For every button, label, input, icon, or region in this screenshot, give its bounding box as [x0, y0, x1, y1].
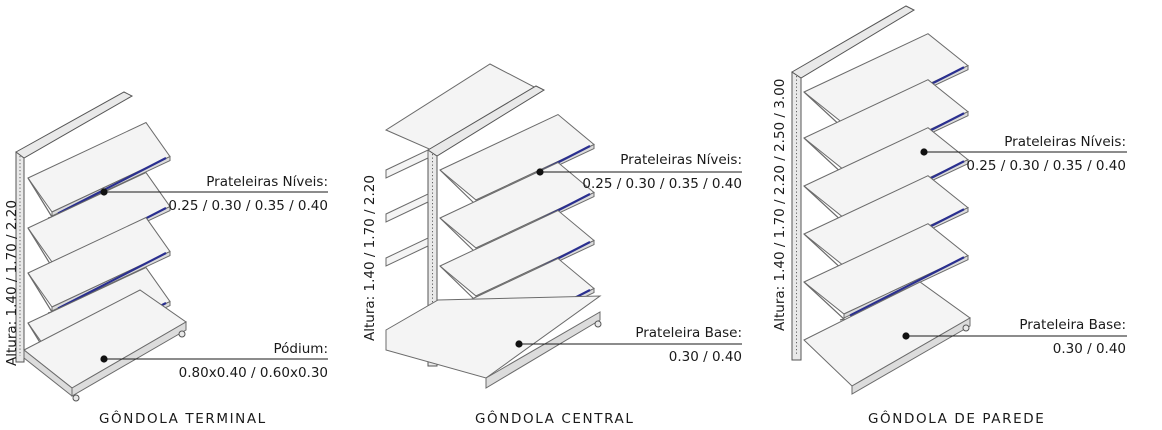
central-base — [385, 295, 602, 379]
central-back-shelf-1 — [385, 149, 429, 179]
central-back-shelf-2 — [385, 193, 429, 223]
wall-shelves-title: Prateleiras Níveis: — [1004, 134, 1126, 150]
central-base-values: 0.30 / 0.40 — [668, 349, 742, 365]
leader-dot-5 — [920, 148, 928, 156]
wall-base-front — [851, 317, 971, 395]
terminal-foot-1 — [72, 394, 80, 402]
terminal-height-label: Altura: 1.40 / 1.70 / 2.20 — [4, 200, 20, 366]
terminal-shelf-1-stripe — [57, 157, 167, 215]
wall-shelf-5-bracket — [803, 281, 846, 321]
wall-foot — [962, 324, 970, 332]
terminal-gondola-drawing — [15, 91, 187, 402]
wall-gondola-drawing — [791, 5, 971, 395]
central-height-label: Altura: 1.40 / 1.70 / 2.20 — [362, 175, 378, 341]
terminal-shelf-3-stripe — [57, 252, 167, 310]
central-base-front — [485, 311, 601, 389]
leader-dot-1 — [100, 188, 108, 196]
callout-leader-lines — [100, 148, 1127, 363]
central-shelves-title: Prateleiras Níveis: — [620, 152, 742, 168]
terminal-caption: GÔNDOLA TERMINAL — [99, 411, 267, 427]
wall-shelves-values: 0.25 / 0.30 / 0.35 / 0.40 — [966, 158, 1126, 174]
terminal-shelves-values: 0.25 / 0.30 / 0.35 / 0.40 — [168, 198, 328, 214]
central-caption: GÔNDOLA CENTRAL — [475, 411, 635, 427]
terminal-foot-2 — [178, 330, 186, 338]
terminal-top-rail — [15, 91, 134, 159]
wall-shelf-5-stripe — [849, 256, 965, 317]
terminal-shelves-title: Prateleiras Níveis: — [206, 174, 328, 190]
leader-dot-4 — [515, 340, 523, 348]
terminal-podium-title: Pódium: — [273, 341, 329, 357]
central-foot — [594, 320, 602, 328]
wall-top-rail — [791, 5, 916, 79]
wall-height-label: Altura: 1.40 / 1.70 / 2.20 / 2.50 / 3.00 — [772, 78, 788, 331]
central-gondola-drawing — [384, 63, 602, 389]
leader-dot-6 — [902, 332, 910, 340]
central-base-title: Prateleira Base: — [635, 325, 742, 341]
leader-dot-2 — [100, 355, 108, 363]
wall-base-values: 0.30 / 0.40 — [1052, 341, 1126, 357]
leader-dot-3 — [536, 168, 544, 176]
wall-caption: GÔNDOLA DE PAREDE — [868, 411, 1046, 427]
terminal-podium-values: 0.80x0.40 / 0.60x0.30 — [178, 365, 328, 381]
central-shelves-values: 0.25 / 0.30 / 0.35 / 0.40 — [582, 176, 742, 192]
wall-base-title: Prateleira Base: — [1019, 317, 1126, 333]
central-top-rail — [427, 85, 546, 157]
central-back-shelf-3 — [385, 237, 429, 267]
